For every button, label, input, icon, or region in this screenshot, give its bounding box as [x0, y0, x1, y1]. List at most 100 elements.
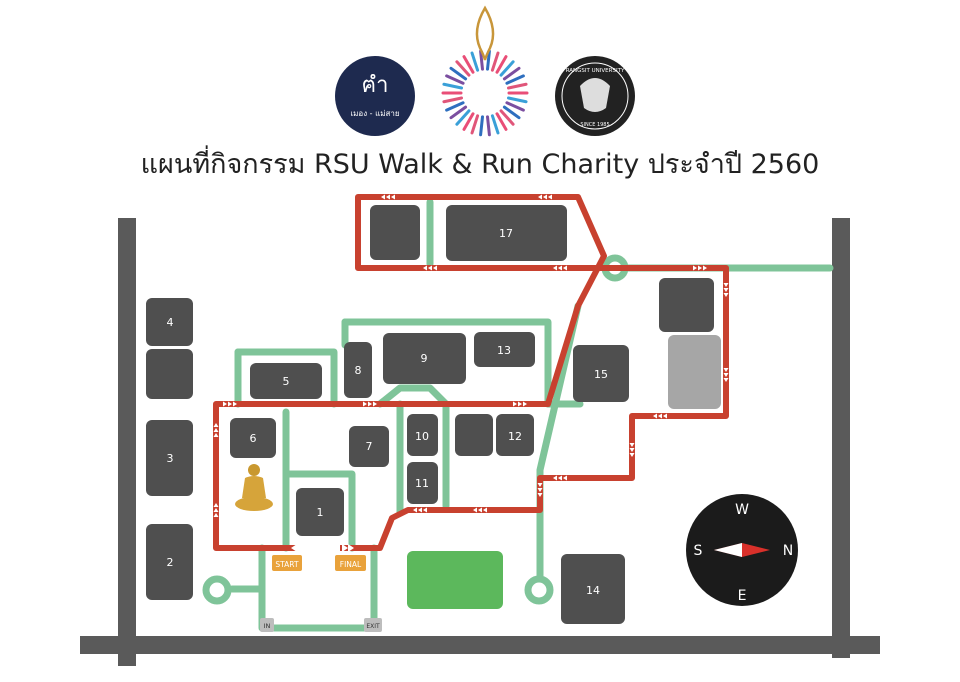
building-9: [383, 333, 466, 384]
building-label: 3: [167, 452, 174, 465]
route-arrow-icon: [629, 453, 635, 457]
building-15: [573, 345, 629, 402]
route-arrow-icon: [558, 475, 562, 481]
building-label: 9: [421, 352, 428, 365]
building-label: 13: [497, 344, 511, 357]
emblem-ray: [445, 74, 465, 85]
buddha-statue-icon: [235, 464, 273, 511]
emblem-ray: [479, 115, 484, 137]
route-arrow-icon: [213, 508, 219, 512]
logo-center-emblem: [441, 5, 529, 137]
route-arrow-icon: [423, 507, 427, 513]
compass-needle-tail: [714, 543, 742, 557]
route-arrow-icon: [363, 401, 367, 407]
sports-field: [407, 551, 503, 609]
route-arrow-icon: [553, 475, 557, 481]
building-label: 8: [355, 364, 362, 377]
route-arrow-icon: [693, 265, 697, 271]
emblem-ray: [462, 112, 475, 131]
route-arrow-icon: [653, 413, 657, 419]
route-arrow-icon: [698, 265, 702, 271]
emblem-ray: [462, 55, 475, 74]
emblem-ray: [455, 109, 471, 126]
walkway: [376, 384, 450, 408]
building-11: [407, 462, 438, 504]
flame-icon: [475, 5, 495, 61]
building-labels: 4 3 2 6 5 8 9 13 7 10 12 11 1 15 17 14: [167, 227, 609, 597]
route-direction-arrows: [213, 194, 729, 517]
building-label: 4: [167, 316, 174, 329]
route-arrow-icon: [413, 507, 417, 513]
route-arrow-icon: [723, 378, 729, 382]
route-arrow-icon: [537, 488, 543, 492]
building-4: [146, 298, 193, 346]
route-arrow-icon: [223, 401, 227, 407]
route-arrow-icon: [523, 401, 527, 407]
emblem-ray: [449, 105, 468, 120]
start-label: START: [275, 560, 299, 569]
route-arrow-icon: [723, 283, 729, 287]
route-arrow-icon: [548, 194, 552, 200]
emblem-ray: [505, 74, 525, 85]
building-label: 11: [415, 477, 429, 490]
emblem-ray: [506, 82, 528, 90]
route-arrow-icon: [213, 503, 219, 507]
road-east: [832, 218, 850, 658]
route-arrow-icon: [213, 513, 219, 517]
route-arrow-icon: [213, 433, 219, 437]
emblem-ray: [506, 96, 528, 104]
in-label: IN: [264, 622, 271, 630]
route-arrow-icon: [563, 265, 567, 271]
route-arrow-icon: [723, 288, 729, 292]
building-label: 1: [317, 506, 324, 519]
building-label: 2: [167, 556, 174, 569]
building-12: [496, 414, 534, 456]
entrance-marker: IN: [260, 618, 274, 632]
building-label: 14: [586, 584, 600, 597]
logo-right-text: RANGSIT UNIVERSITY: [566, 68, 625, 74]
route-arrow-icon: [563, 475, 567, 481]
walkway: [234, 348, 338, 408]
logo-left-line2: เมอง - แม่สาย: [350, 109, 399, 118]
route-arrow-icon: [629, 443, 635, 447]
route-arrow-icon: [518, 401, 522, 407]
emblem-ray: [470, 51, 480, 72]
building-2: [146, 524, 193, 600]
route-arrow-icon: [478, 507, 482, 513]
buildings: [146, 205, 721, 624]
building-label: 10: [415, 430, 429, 443]
route-arrow-icon: [543, 194, 547, 200]
building-label: 15: [594, 368, 608, 381]
building-13: [474, 332, 535, 367]
building-7: [349, 426, 389, 467]
walkway: [536, 302, 582, 584]
route-arrow-icon: [428, 265, 432, 271]
route-arrow-icon: [418, 507, 422, 513]
route-arrow-icon: [558, 265, 562, 271]
compass-north: N: [783, 543, 793, 559]
walkway: [282, 408, 356, 552]
route-arrow-icon: [553, 265, 557, 271]
route-arrow-icon: [233, 401, 237, 407]
compass-east: E: [738, 588, 747, 604]
emblem-ray: [442, 96, 464, 104]
route-arrow-icon: [386, 194, 390, 200]
emblem-ray: [486, 115, 491, 137]
emblem-ray: [449, 66, 468, 81]
route-arrow-icon: [537, 493, 543, 497]
route-arrow-icon: [381, 194, 385, 200]
building-5: [250, 363, 322, 399]
building-8: [344, 342, 372, 398]
route-arrow-icon: [723, 368, 729, 372]
walkway: [341, 318, 552, 408]
emblem-ray: [486, 49, 491, 71]
building-6: [230, 418, 276, 458]
emblem-ray: [495, 55, 508, 74]
building-label: 6: [250, 432, 257, 445]
road-west: [118, 218, 136, 666]
emblem-ray: [490, 114, 500, 135]
building-16: [659, 278, 714, 332]
route-arrow-icon: [629, 448, 635, 452]
